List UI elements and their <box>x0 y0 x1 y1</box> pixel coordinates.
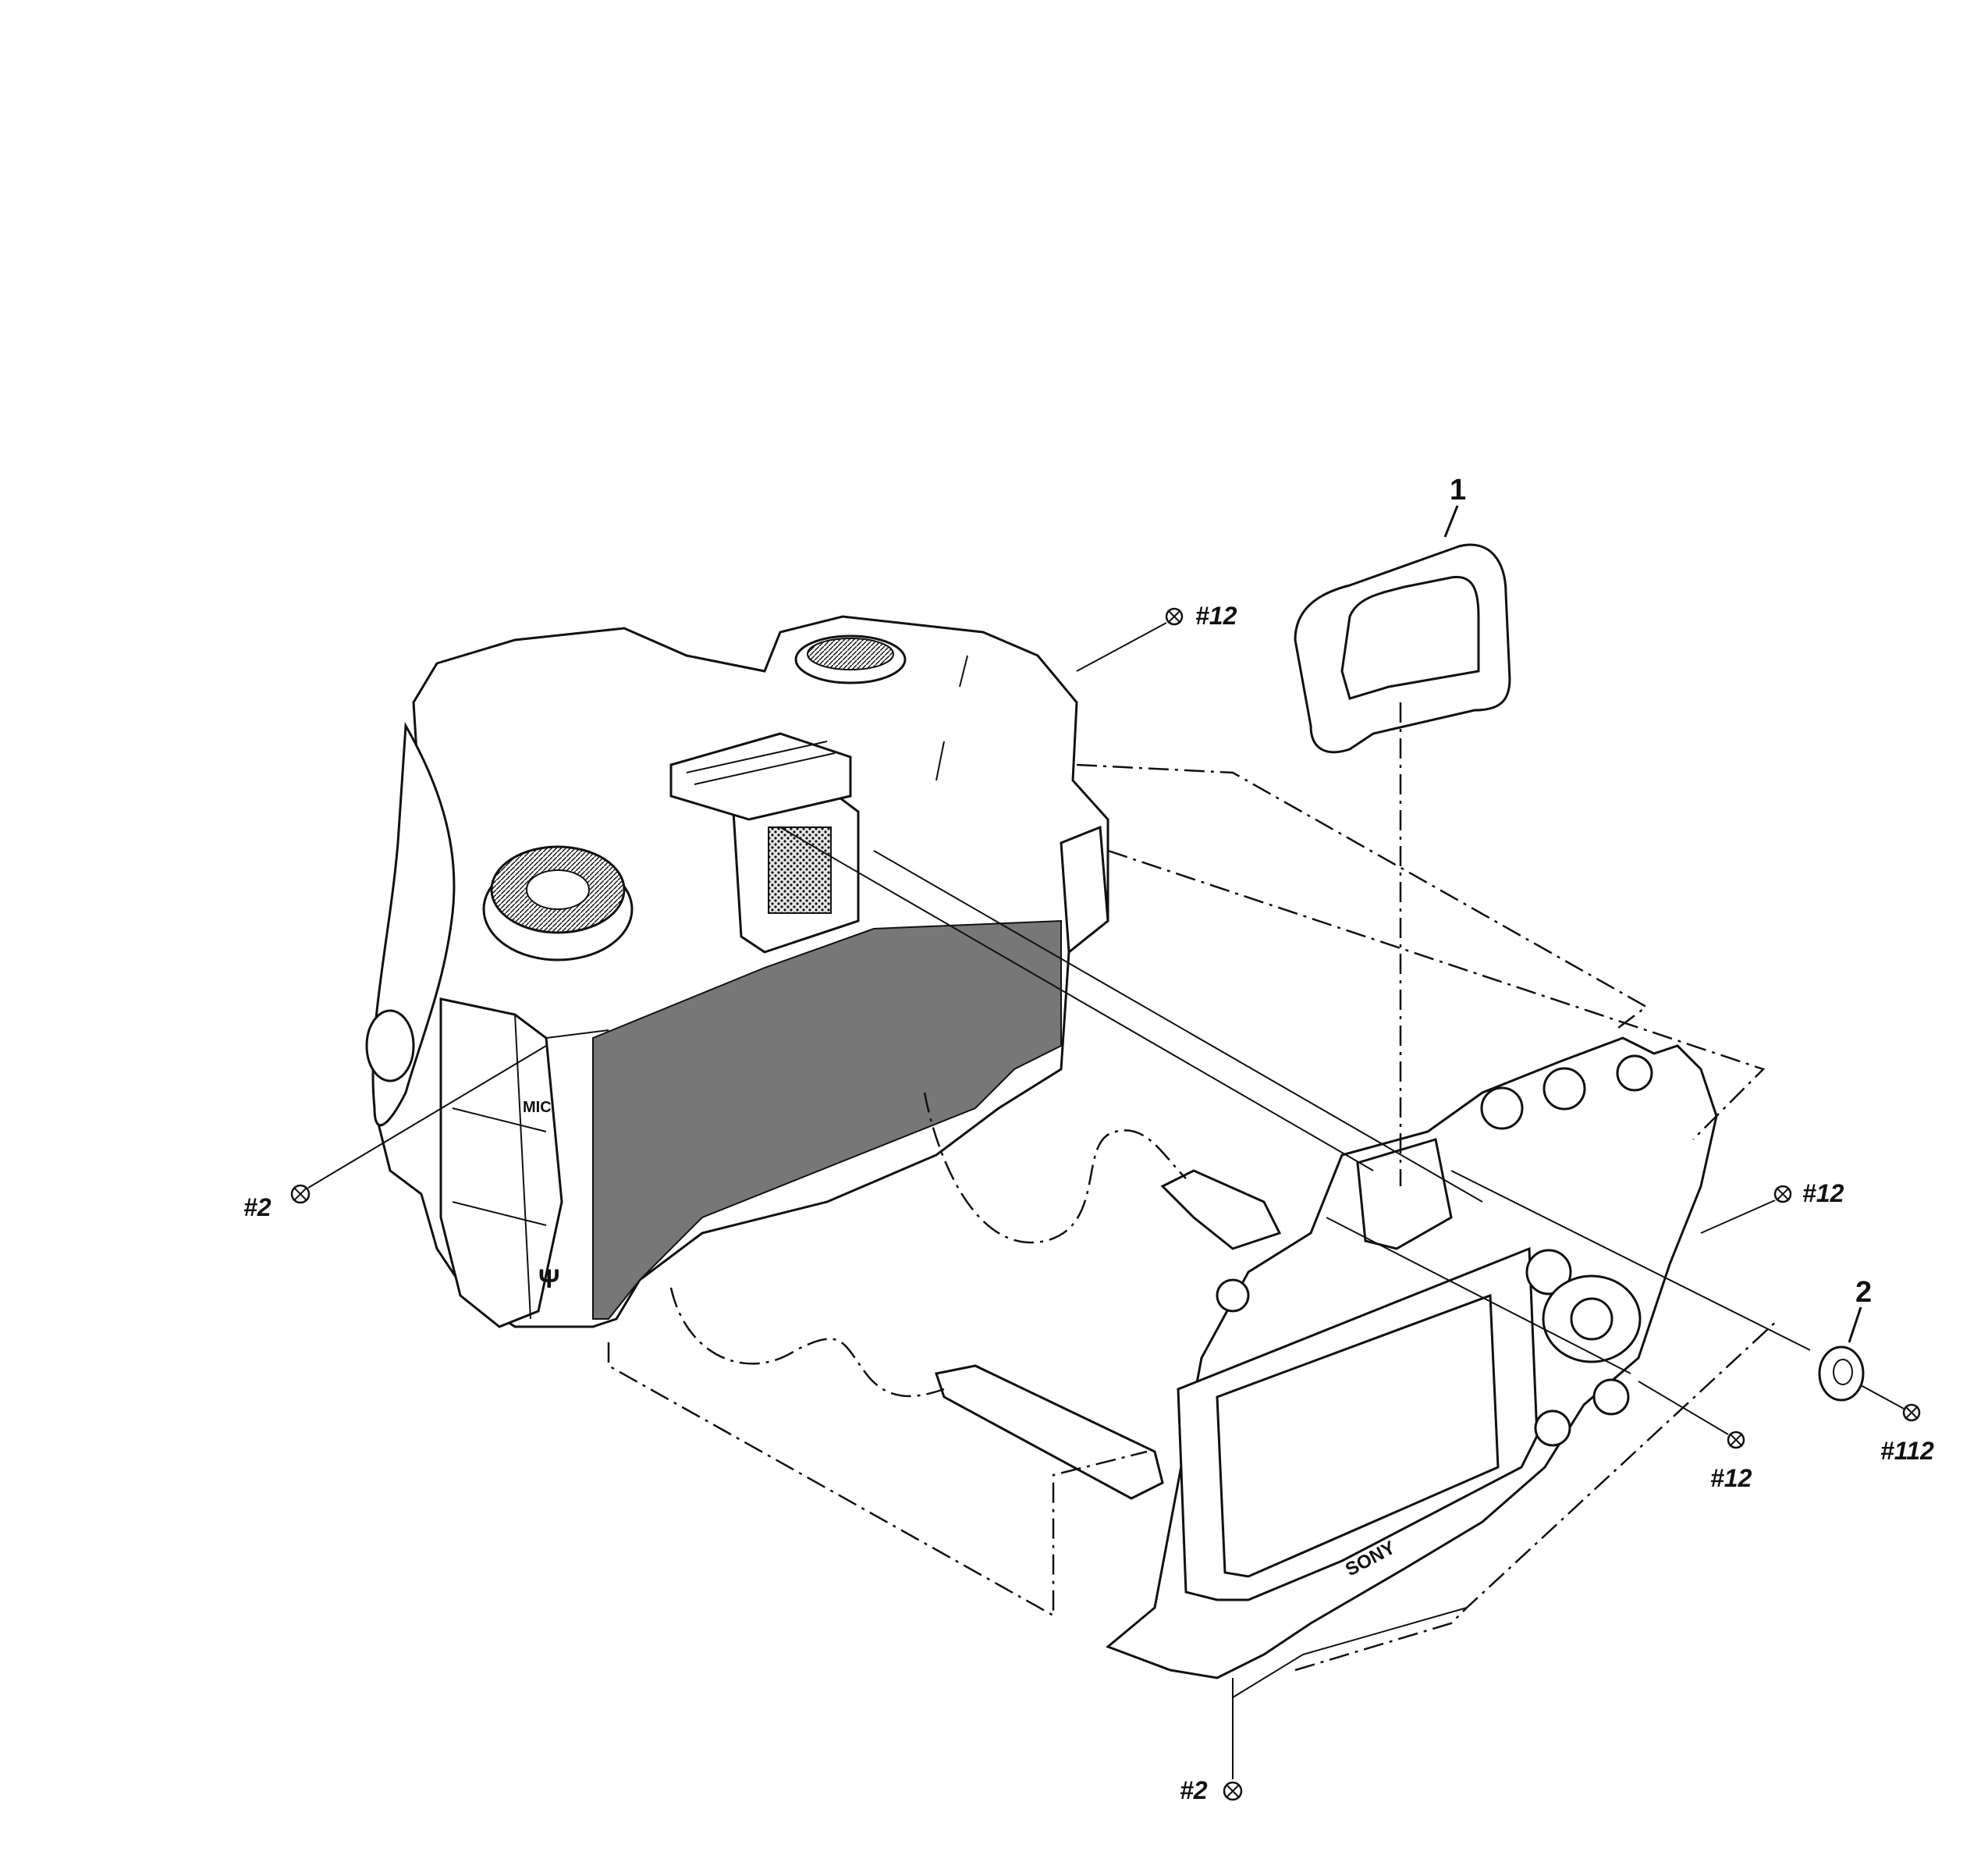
rear-cover-assembly: SONY <box>1106 1036 1718 1679</box>
mode-dial <box>482 845 634 961</box>
control-buttons <box>1216 1054 1653 1447</box>
part-labels: 1 2 #12 #12 #12 #2 #2 #112 <box>243 474 1934 1804</box>
screw-icon <box>1223 1781 1243 1801</box>
screw-icon <box>1165 607 1184 626</box>
usb-symbol: Ψ <box>538 1264 560 1294</box>
screw-icon <box>1773 1185 1792 1203</box>
camera-body: MIC Ψ <box>365 615 1109 1328</box>
screw-icon <box>1902 1403 1921 1422</box>
screw-icons <box>290 607 1921 1801</box>
screw-label-bottom: #2 <box>1180 1776 1208 1804</box>
flex-cable-upper <box>1160 1169 1282 1250</box>
screw-label-right: #12 <box>1802 1179 1844 1207</box>
part-number-1: 1 <box>1450 474 1466 506</box>
screw-label-knob: #112 <box>1880 1437 1934 1465</box>
lcd-screen <box>1216 1293 1500 1578</box>
screw-label-top: #12 <box>1195 602 1237 630</box>
port-cover: MIC Ψ <box>439 997 563 1328</box>
part-number-2: 2 <box>1855 1276 1872 1309</box>
flex-cable-lower <box>935 1364 1164 1500</box>
screw-icon <box>1727 1431 1745 1449</box>
mic-label: MIC <box>523 1099 552 1116</box>
assembly-lines <box>307 505 1905 1779</box>
knob-part-2 <box>1818 1345 1865 1402</box>
screw-label-lower: #12 <box>1710 1464 1752 1492</box>
screw-icon <box>290 1184 311 1204</box>
eyecup-part-1 <box>1294 543 1511 754</box>
screw-label-left: #2 <box>243 1193 272 1221</box>
